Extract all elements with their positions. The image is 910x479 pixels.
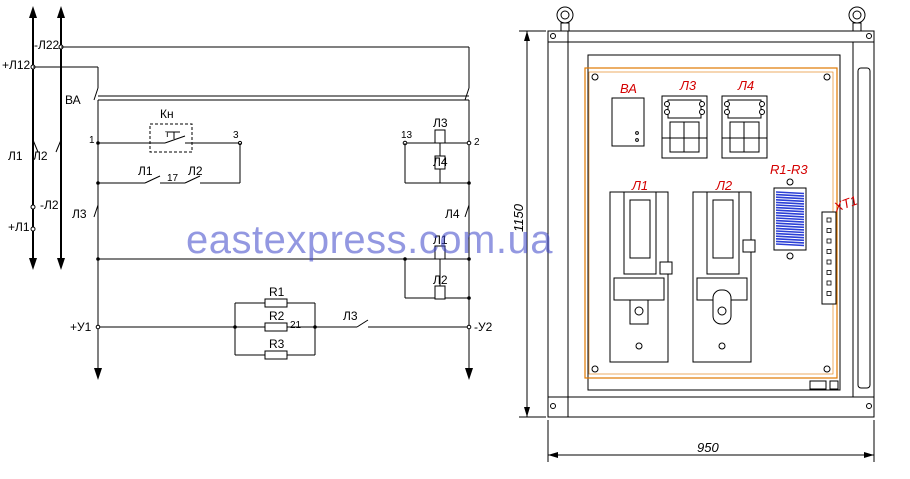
label-minus-l2: -Л2 (40, 198, 59, 212)
label-coil-l1: Л1 (433, 233, 448, 247)
label-l2-bus: Л2 (33, 149, 48, 163)
label-contact-l4: Л4 (445, 207, 460, 221)
label-button-symbol: т (165, 129, 170, 140)
contactor-l1 (609, 191, 673, 363)
lifting-eye-right (848, 6, 866, 32)
label-contact-l3: Л3 (72, 207, 87, 221)
terminal-clamp (826, 270, 832, 275)
contactor-l2 (692, 191, 756, 363)
terminal-clamp (826, 291, 832, 296)
resistor-winding (775, 191, 805, 195)
terminal-clamp (826, 249, 832, 254)
resistor-winding (775, 206, 805, 210)
resistor-winding (775, 193, 805, 197)
cab-label-l3: Л3 (679, 78, 697, 93)
resistor-winding (775, 196, 805, 200)
label-r2: R2 (269, 309, 285, 323)
resistor-winding (775, 214, 805, 218)
resistor-winding (775, 212, 805, 216)
busbar-right (57, 6, 65, 270)
electrical-schematic: -Л22 +Л12 ВА Кн т 1 3 13 2 17 21 Л1 Л2 -… (2, 6, 493, 380)
label-node-2: 2 (474, 137, 480, 148)
label-node-17: 17 (167, 173, 179, 184)
label-contact-l1: Л1 (138, 164, 153, 178)
resistor-winding (775, 222, 805, 226)
cab-label-l2: Л2 (715, 178, 733, 193)
label-r1: R1 (269, 285, 285, 299)
label-contact-l3-bottom: Л3 (343, 309, 358, 323)
terminal-clamp (826, 228, 832, 233)
height-dim-text: 1150 (511, 203, 526, 232)
label-plus-l1: +Л1 (8, 220, 30, 234)
label-node-1: 1 (89, 135, 95, 146)
cab-label-resistors: R1-R3 (770, 162, 808, 177)
busbar-left (29, 6, 37, 270)
resistor-winding (775, 240, 805, 244)
width-dimension: 950 (547, 420, 875, 462)
cabinet-drawing: ВА Л3 Л4 Л1 Л2 R1-R3 XT1 1150 950 (511, 6, 875, 462)
label-button: Кн (160, 107, 174, 121)
label-r3: R3 (269, 337, 285, 351)
resistor-winding (775, 235, 805, 239)
terminal-clamp (826, 217, 832, 223)
label-node-13: 13 (401, 130, 413, 141)
breaker-box (611, 97, 645, 147)
watermark: eastexpress.com.ua (186, 218, 553, 262)
relay-l4 (721, 95, 768, 159)
cab-label-l4: Л4 (737, 78, 754, 93)
label-minus-u2: -У2 (474, 320, 493, 334)
label-l22: -Л22 (34, 38, 60, 52)
resistor-winding (775, 243, 805, 247)
width-dim-text: 950 (697, 440, 719, 455)
lifting-eye-left (556, 6, 574, 32)
resistor-winding (775, 227, 805, 231)
terminal-clamp (826, 238, 832, 244)
label-l1-bus: Л1 (8, 149, 23, 163)
terminal-clamp (826, 280, 832, 286)
label-coil-l2: Л2 (433, 273, 448, 287)
cab-label-va: ВА (620, 81, 637, 96)
terminal-clamp (826, 259, 832, 265)
label-node-21: 21 (290, 320, 302, 331)
resistor-winding (775, 204, 805, 208)
label-contact-l2: Л2 (188, 164, 203, 178)
relay-l3 (661, 95, 708, 159)
terminal-block (821, 211, 837, 305)
cab-label-l1: Л1 (631, 178, 648, 193)
resistor-bank (773, 178, 807, 260)
resistor-winding (775, 209, 805, 213)
height-dimension: 1150 (511, 30, 546, 418)
resistor-winding (775, 217, 805, 221)
label-node-3: 3 (233, 130, 239, 141)
resistor-winding (775, 232, 805, 236)
label-coil-l3: Л3 (433, 116, 448, 130)
resistor-winding (775, 199, 805, 203)
label-coil-l4: Л4 (433, 155, 448, 169)
resistor-winding (775, 219, 805, 223)
resistor-winding (775, 238, 805, 242)
label-breaker: ВА (65, 93, 81, 107)
label-l12: +Л12 (2, 58, 31, 72)
resistor-winding (775, 225, 805, 229)
label-plus-u1: +У1 (70, 320, 92, 334)
resistor-winding (775, 230, 805, 234)
resistor-winding (775, 201, 805, 205)
